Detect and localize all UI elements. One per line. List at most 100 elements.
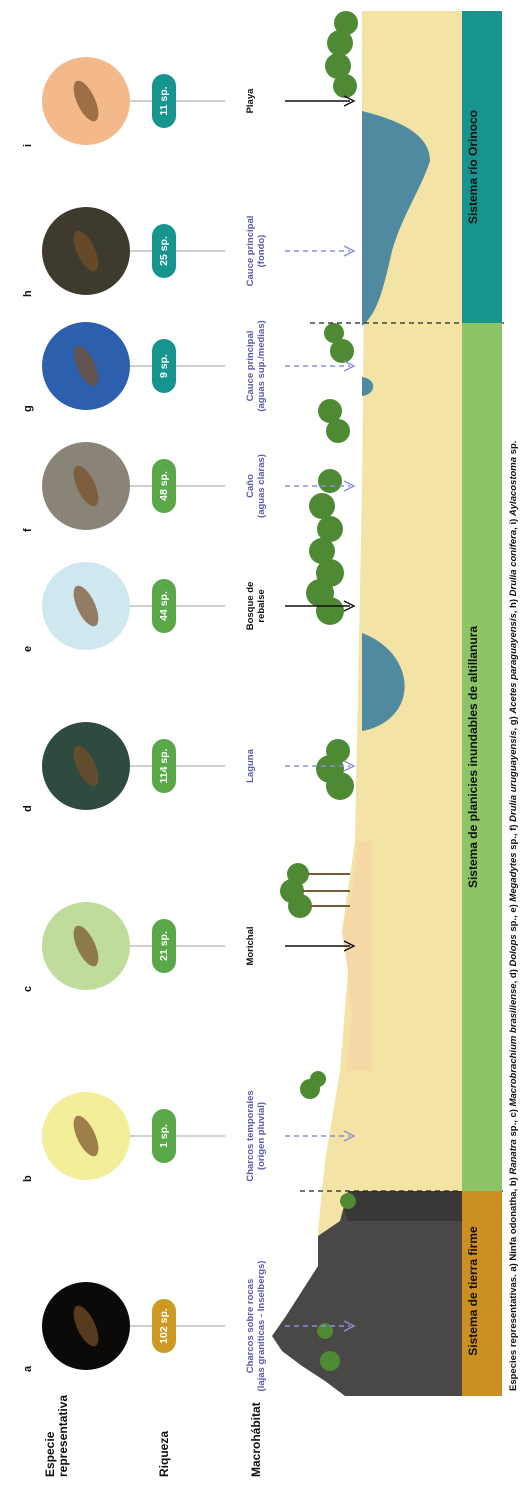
palm-trunks — [302, 873, 350, 907]
system-orinoco: Sistema río Orinoco — [466, 109, 480, 225]
macro-label-e-line1: Bosque de — [245, 581, 256, 631]
acetes-icon-glyph — [73, 345, 99, 387]
richness-pill-i: 11 sp. — [152, 74, 176, 128]
item-letter-c: c — [22, 985, 34, 992]
richness-pill-c: 21 sp. — [152, 919, 176, 973]
macro-label-h-line1: Cauce principal — [245, 215, 256, 287]
caption-species-1: Ranatra — [508, 1139, 519, 1175]
water-orinoco — [362, 111, 430, 326]
arrow-b — [285, 1130, 356, 1142]
aylacostoma-icon — [42, 57, 130, 145]
acetes-icon — [42, 322, 130, 410]
caption-species-4: Megadytes — [508, 852, 519, 902]
system-tierra-firme: Sistema de tierra firme — [466, 1226, 480, 1356]
macro-label-e-line2: rebalse — [256, 589, 267, 623]
macro-label-d: Laguna — [245, 696, 256, 836]
arrow-e — [285, 600, 356, 612]
macro-label-f-line2: (aguas claras) — [256, 454, 267, 518]
caption-text-3: sp., e) — [508, 901, 519, 935]
system-bar-0 — [462, 1191, 502, 1396]
inselberg-rock-2 — [342, 1191, 462, 1221]
richness-pill-f: 48 sp. — [152, 459, 176, 513]
arrow-h — [285, 245, 356, 257]
item-letter-a: a — [22, 1365, 34, 1372]
nymph-odonata-icon — [42, 1282, 130, 1370]
drulia-conifera-icon — [42, 207, 130, 295]
item-letter-d: d — [22, 805, 34, 812]
dolops-icon-glyph — [73, 745, 99, 787]
macrobrachium-icon — [42, 902, 130, 990]
drulia-uruguayensis-icon-glyph — [73, 465, 99, 507]
macrobrachium-icon-glyph — [73, 925, 99, 967]
arrow-a — [285, 1320, 356, 1332]
caption-text-8: sp. — [508, 440, 519, 457]
drulia-uruguayensis-icon — [42, 442, 130, 530]
water-laguna — [362, 633, 405, 731]
macro-label-f: Caño(aguas claras) — [245, 416, 267, 556]
caption-text-5: , g) — [508, 713, 519, 731]
caption-species-6: Acetes paraguayensis — [508, 613, 519, 714]
item-letter-h: h — [22, 290, 34, 297]
caption-text-2: , d) — [508, 966, 519, 984]
caption-text-6: , h) — [508, 596, 519, 614]
item-letter-i: i — [22, 143, 34, 147]
macro-label-c: Morichal — [245, 876, 256, 1016]
megadytes-icon — [42, 562, 130, 650]
caption-text-7: , i) — [508, 516, 519, 530]
sand-dunes — [342, 841, 372, 1071]
arrow-g — [285, 360, 356, 372]
macro-label-a: Charcos sobre rocas(lajas graníticas - I… — [245, 1256, 267, 1396]
figure-caption: Especies representativas. a) Ninfa odona… — [508, 441, 519, 1391]
caption-text-4: sp., f) — [508, 821, 519, 853]
arrow-i — [285, 95, 356, 107]
macro-label-b-line1: Charcos temporales — [245, 1090, 256, 1182]
caption-species-8: Aylacostoma — [508, 456, 519, 517]
macro-label-c-line1: Morichal — [245, 926, 256, 966]
richness-pill-d: 114 sp. — [152, 739, 176, 793]
richness-pill-a: 102 sp. — [152, 1299, 176, 1353]
inselberg-rock — [272, 1191, 462, 1396]
macro-label-h: Cauce principal(fondo) — [245, 181, 267, 321]
macro-label-a-line2: (lajas graníticas - Inselbergs) — [256, 1260, 267, 1392]
arrow-f — [285, 480, 356, 492]
aylacostoma-icon-glyph — [73, 80, 99, 122]
water-cano — [362, 377, 374, 396]
item-letter-b: b — [22, 1175, 34, 1182]
item-letter-e: e — [22, 645, 34, 652]
vegetation — [280, 11, 358, 1371]
nymph-odonata-icon-glyph — [73, 1305, 99, 1347]
macro-label-d-line1: Laguna — [245, 749, 256, 783]
system-bar-2 — [462, 11, 502, 323]
caption-text-1: sp., c) — [508, 1106, 519, 1140]
drulia-conifera-icon-glyph — [73, 230, 99, 272]
macro-label-b: Charcos temporales(origen pluvial) — [245, 1066, 267, 1206]
system-planicies: Sistema de planicies inundables de altil… — [466, 625, 480, 889]
caption-species-3: Dolops — [508, 934, 519, 967]
richness-pill-b: 1 sp. — [152, 1109, 176, 1163]
caption-species-7: Drulia conifera — [508, 529, 519, 597]
item-letter-g: g — [22, 405, 34, 412]
richness-pill-e: 44 sp. — [152, 579, 176, 633]
megadytes-icon-glyph — [73, 585, 99, 627]
caption-species-2: Macrobrachium brasiliense — [508, 983, 519, 1107]
richness-pill-g: 9 sp. — [152, 339, 176, 393]
ranatra-icon-glyph — [73, 1115, 99, 1157]
ranatra-icon — [42, 1092, 130, 1180]
macro-label-a-line1: Charcos sobre rocas — [245, 1278, 256, 1374]
caption-species-5: Drulia uruguayensis — [508, 730, 519, 822]
arrow-d — [285, 760, 356, 772]
richness-pill-h: 25 sp. — [152, 224, 176, 278]
macro-label-i-line1: Playa — [245, 88, 256, 114]
macro-label-f-line1: Caño — [245, 474, 256, 498]
dolops-icon — [42, 722, 130, 810]
caption-lead: Especies representativas. a) Ninfa odona… — [508, 1174, 519, 1391]
system-bar-1 — [462, 323, 502, 1191]
macro-label-h-line2: (fondo) — [256, 234, 267, 268]
macro-label-b-line2: (origen pluvial) — [256, 1101, 267, 1171]
macro-label-i: Playa — [245, 31, 256, 171]
item-letter-f: f — [22, 528, 34, 532]
